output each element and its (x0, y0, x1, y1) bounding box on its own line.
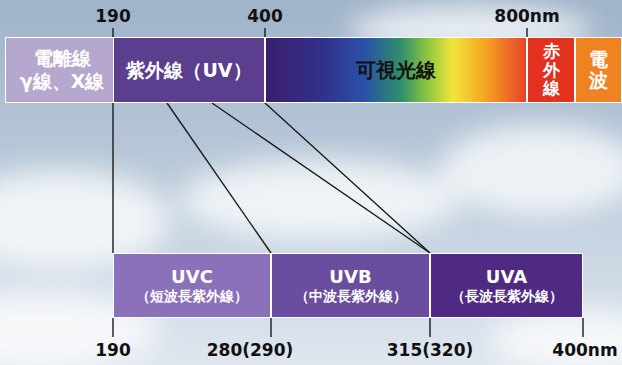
uvc-box: UVC（短波長紫外線） (113, 253, 271, 318)
wavelength-label: 190 (95, 6, 131, 26)
band-name: 電離線 γ線、X線 (6, 47, 118, 93)
wavelength-label: 280(290) (207, 340, 294, 360)
band-name: UVC (171, 266, 213, 288)
radio-band: 電波 (575, 37, 622, 103)
band-subtitle: （短波長紫外線） (136, 288, 248, 305)
uva-box: UVA（長波長紫外線） (430, 253, 583, 318)
band-name: UVA (486, 266, 527, 288)
uvb-box: UVB（中波長紫外線） (271, 253, 430, 318)
band-name: 紫外線（UV） (126, 59, 251, 82)
wavelength-label: 400nm (552, 340, 617, 360)
infrared-band: 赤外線 (527, 37, 575, 103)
wavelength-label: 315(320) (387, 340, 474, 360)
band-name: 赤外線 (543, 42, 560, 98)
band-subtitle: （長波長紫外線） (451, 288, 563, 305)
band-name: 可視光線 (356, 58, 436, 82)
wavelength-label: 800nm (494, 6, 559, 26)
band-name: 電波 (589, 49, 608, 91)
wavelength-label: 190 (95, 340, 131, 360)
band-name: UVB (329, 266, 371, 288)
uv-band: 紫外線（UV） (113, 37, 265, 103)
ionizing-band: 電離線 γ線、X線 (5, 37, 119, 103)
band-subtitle: （中波長紫外線） (295, 288, 407, 305)
wavelength-label: 400 (247, 6, 283, 26)
visible-band: 可視光線 (265, 37, 527, 103)
